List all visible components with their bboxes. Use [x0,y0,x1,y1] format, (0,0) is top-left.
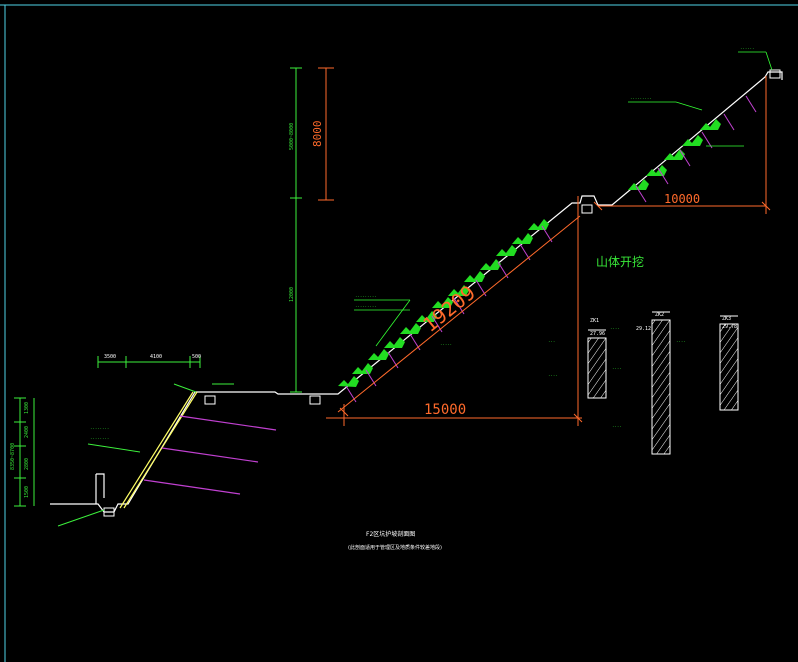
borehole-3-id: ZK3 [722,316,731,322]
svg-text:····: ···· [676,339,686,344]
vertical-range-label: 5000~8000 [289,123,295,150]
svg-text:····: ···· [612,424,622,429]
section-title: F2区坑护坡剖面图 [366,530,415,538]
slope-base-label: 15000 [424,402,466,418]
borehole-annotations: ··· ···· ···· ···· ···· ···· [548,326,686,429]
slope-vegetation [338,119,721,387]
upper-berm-label: 10000 [664,192,700,206]
borehole-3-elev: 29.78 [722,324,737,330]
borehole-1-elev: 27.96 [590,331,605,337]
callout-text-stubs: ········· ········· ········· ······ ···… [90,46,754,441]
svg-text:········: ········ [90,426,109,431]
drainage-ditches [103,69,781,517]
left-dim-1: 1300 [24,402,30,414]
svg-text:·········: ········· [355,304,377,309]
left-dim-4: 1500 [24,486,30,498]
slope-length-label: 19209 [418,280,480,337]
slope-callouts [354,51,773,347]
orange-dimensions [318,67,771,426]
svg-text:····: ···· [610,326,620,331]
ground-profile [50,71,783,513]
lower-retaining-wall [119,391,198,509]
borehole-2-id: ZK2 [655,312,664,318]
svg-text:····: ···· [548,373,558,378]
svg-text:·········: ········· [630,96,652,101]
borehole-columns [587,311,739,455]
berm-c-label: 500 [192,354,201,360]
svg-text:·····: ····· [440,342,452,347]
borehole-2-elev: 29.12 [636,326,651,332]
left-dim-total: 8350~8700 [10,443,16,470]
svg-text:····: ···· [612,366,622,371]
left-dim-2: 2400 [24,426,30,438]
left-dim-3: 2800 [24,458,30,470]
berm-a-label: 3500 [104,354,116,360]
berm-b-label: 4100 [150,354,162,360]
green-dimensions [14,67,302,527]
svg-text:···: ··· [548,339,555,344]
lower-height-label: 12000 [289,287,295,302]
wall-anchors [143,415,277,495]
drawing-frame [0,4,798,662]
excavation-label: 山体开挖 [596,254,644,269]
svg-text:······: ······ [740,46,754,51]
svg-text:········: ········ [90,436,109,441]
bench-height-label: 8000 [311,121,324,148]
svg-text:·········: ········· [355,294,377,299]
section-subtitle: (此剖面适用于管理区及地质条件较差地段) [348,544,442,551]
borehole-1-id: ZK1 [590,318,599,324]
